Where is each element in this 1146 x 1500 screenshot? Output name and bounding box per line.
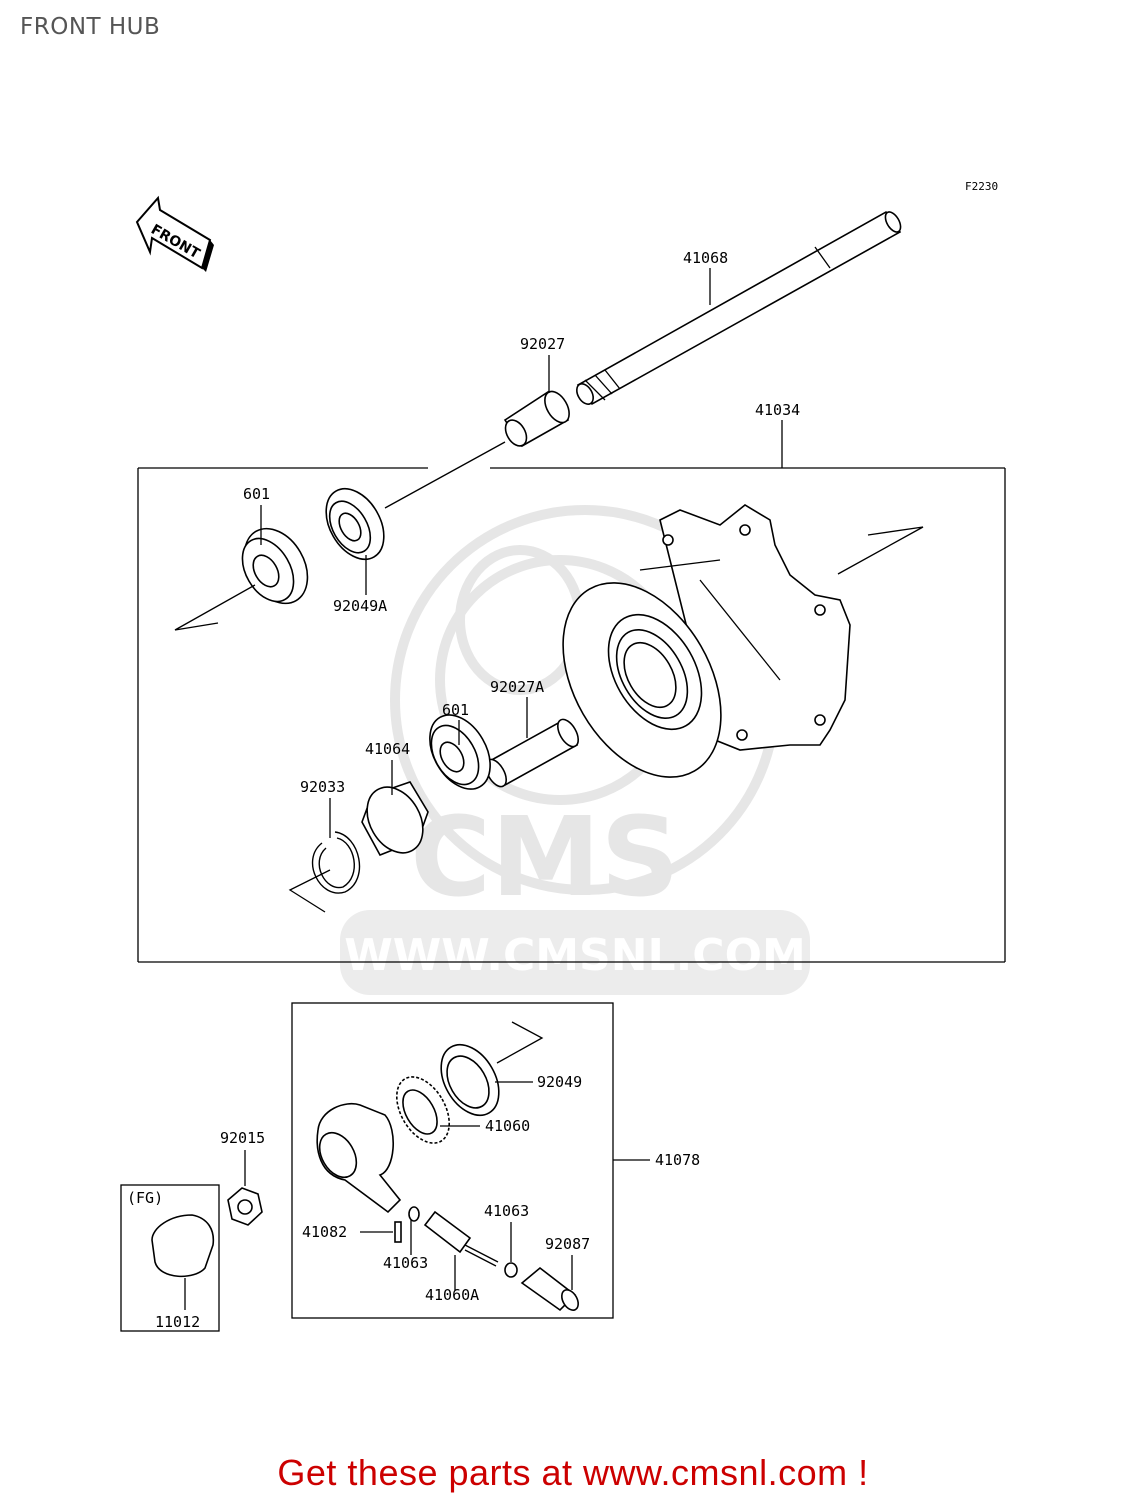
seal-gear-part	[440, 1043, 500, 1117]
hub-assy-box	[137, 420, 1006, 963]
fg-label: (FG)	[127, 1189, 163, 1207]
gear-housing-part	[316, 1103, 402, 1214]
bearing-right-part	[429, 714, 491, 790]
label-92049A: 92049A	[333, 597, 387, 615]
label-41063-b: 41063	[484, 1202, 529, 1220]
bushing-part	[520, 1266, 579, 1312]
collar-part	[503, 390, 570, 448]
page-title: FRONT HUB	[20, 14, 161, 40]
parts-diagram: CMS WWW.CMSNL.COM F2230 FRONT 41068 9202…	[120, 180, 1006, 1332]
label-41060A: 41060A	[425, 1286, 479, 1304]
label-92033: 92033	[300, 778, 345, 796]
washer-b-part	[504, 1262, 518, 1278]
label-92027: 92027	[520, 335, 565, 353]
bolt-fg-part	[227, 1187, 263, 1226]
label-41060: 41060	[485, 1117, 530, 1135]
front-arrow-icon: FRONT	[135, 195, 214, 272]
circlip-part	[311, 831, 361, 894]
pin-part	[394, 1221, 402, 1243]
label-601-right: 601	[442, 701, 469, 719]
cap-part	[151, 1214, 215, 1278]
label-41068: 41068	[683, 249, 728, 267]
axle-part	[576, 210, 902, 406]
bearing-left-part	[241, 527, 309, 605]
hub-part	[562, 504, 851, 778]
label-92027A: 92027A	[490, 678, 544, 696]
watermark-url: WWW.CMSNL.COM	[344, 930, 806, 981]
label-41034: 41034	[755, 401, 800, 419]
label-92049: 92049	[537, 1073, 582, 1091]
promo-link[interactable]: Get these parts at www.cmsnl.com !	[277, 1452, 869, 1493]
pinion-part	[423, 1210, 499, 1267]
label-41063-a: 41063	[383, 1254, 428, 1272]
label-41064: 41064	[365, 740, 410, 758]
label-92015: 92015	[220, 1129, 265, 1147]
label-41078: 41078	[655, 1151, 700, 1169]
label-92087: 92087	[545, 1235, 590, 1253]
watermark: CMS WWW.CMSNL.COM	[340, 505, 810, 995]
fg-box	[120, 1184, 220, 1332]
label-601-left: 601	[243, 485, 270, 503]
watermark-logo: CMS	[410, 793, 679, 921]
figure-code: F2230	[965, 180, 998, 193]
gear-part	[395, 1076, 451, 1144]
washer-a-part	[408, 1206, 420, 1222]
label-41082: 41082	[302, 1223, 347, 1241]
seal-left-part	[325, 487, 385, 561]
label-11012: 11012	[155, 1313, 200, 1331]
drive-dog-part	[361, 781, 429, 857]
inner-collar-part	[484, 718, 580, 788]
